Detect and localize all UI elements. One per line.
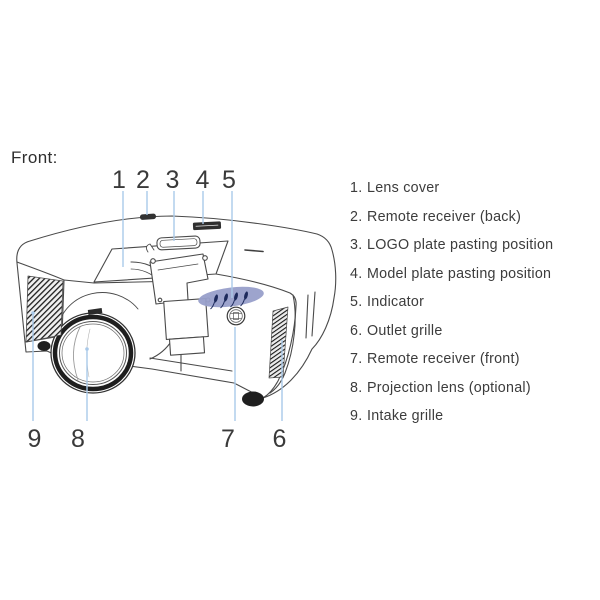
legend-item-number: 7. [350, 351, 363, 368]
projection-lens [50, 308, 136, 394]
view-heading: Front: [11, 148, 58, 167]
legend-item-6: 6. Outlet grille [350, 317, 553, 346]
outlet-grille [268, 306, 289, 379]
legend-item-label: Remote receiver (front) [367, 351, 520, 368]
model-plate [192, 221, 222, 231]
legend-item-label: Remote receiver (back) [367, 208, 522, 225]
indicator-leds [210, 291, 248, 310]
logo-plate [156, 235, 201, 251]
legend-item-7: 7. Remote receiver (front) [350, 345, 553, 374]
callout-number-9: 9 [28, 425, 42, 453]
remote-receiver-back [139, 213, 156, 220]
intake-grille [25, 275, 64, 343]
callout-number-1: 1 [112, 166, 126, 194]
callout-numbers: 1 2 3 4 5 9 8 7 6 [28, 166, 287, 453]
legend-item-number: 3. [350, 237, 363, 254]
indicator [198, 286, 264, 310]
callout-number-2: 2 [136, 166, 150, 194]
legend-item-number: 9. [350, 408, 363, 425]
legend-item-label: Intake grille [367, 408, 444, 425]
callout-number-7: 7 [221, 425, 235, 453]
callout-number-4: 4 [196, 166, 210, 194]
legend-item-2: 2. Remote receiver (back) [350, 203, 553, 232]
leader-dot-8 [85, 347, 89, 351]
parts-legend: 1. Lens cover 2. Remote receiver (back) … [350, 174, 553, 431]
corner-inner-edge [269, 294, 296, 394]
legend-item-3: 3. LOGO plate pasting position [350, 231, 553, 260]
lens-mechanism [145, 243, 211, 356]
legend-item-number: 8. [350, 379, 363, 396]
left-foot [37, 341, 51, 351]
leader-dot-9 [31, 311, 35, 315]
legend-item-number: 4. [350, 265, 363, 282]
legend-item-number: 5. [350, 294, 363, 311]
front-foot [242, 391, 264, 407]
legend-item-9: 9. Intake grille [350, 402, 553, 431]
legend-item-label: Lens cover [367, 180, 440, 197]
legend-item-4: 4. Model plate pasting position [350, 260, 553, 289]
top-dash [244, 249, 264, 253]
legend-item-8: 8. Projection lens (optional) [350, 374, 553, 403]
projector-body [16, 213, 337, 407]
callout-number-5: 5 [222, 166, 236, 194]
right-face-seam [305, 294, 309, 339]
legend-item-label: Projection lens (optional) [367, 379, 531, 396]
legend-item-number: 2. [350, 208, 363, 225]
legend-item-label: Indicator [367, 294, 425, 311]
legend-item-label: Model plate pasting position [367, 265, 552, 282]
top-left-edge [16, 261, 65, 281]
callout-number-8: 8 [71, 425, 85, 453]
legend-item-label: Outlet grille [367, 322, 443, 339]
lens-barrel-top-arc [57, 292, 139, 328]
legend-item-5: 5. Indicator [350, 288, 553, 317]
legend-item-number: 6. [350, 322, 363, 339]
front-lower-seam [149, 357, 233, 372]
callout-number-3: 3 [166, 166, 180, 194]
legend-item-number: 1. [350, 180, 363, 197]
leader-lines [31, 191, 283, 421]
callout-number-6: 6 [273, 425, 287, 453]
legend-item-1: 1. Lens cover [350, 174, 553, 203]
right-face-seam [311, 291, 316, 337]
front-right-edge [215, 273, 297, 399]
front-left-top-edge [63, 279, 95, 284]
remote-receiver-front [226, 306, 246, 326]
legend-item-label: LOGO plate pasting position [367, 237, 554, 254]
